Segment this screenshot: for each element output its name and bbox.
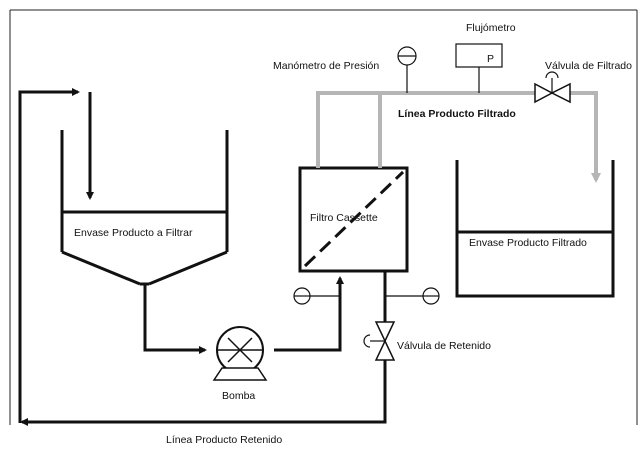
label-valvula-filtrado: Válvula de Filtrado (545, 60, 632, 72)
label-bomba: Bomba (222, 390, 255, 402)
label-linea-retenido: Línea Producto Retenido (166, 434, 282, 446)
label-linea-filtrado: Línea Producto Filtrado (398, 108, 516, 120)
flujometro-mark: P (487, 53, 494, 65)
feed-line-gauge (293, 287, 340, 305)
label-manometro: Manómetro de Presión (273, 60, 379, 72)
linea-producto-retenido-pipe (18, 88, 387, 426)
envase-producto-a-filtrar (60, 130, 229, 286)
envase-producto-filtrado (455, 160, 615, 298)
diagram-frame (9, 9, 638, 425)
flujometro: P (455, 43, 503, 93)
retenido-gauge (385, 287, 440, 305)
label-envase-filtrado: Envase Producto Filtrado (469, 237, 587, 249)
filtro-cassette (298, 166, 409, 273)
bomba-pump (212, 326, 268, 381)
label-valvula-retenido: Válvula de Retenido (397, 340, 491, 352)
label-flujometro: Flujómetro (466, 22, 516, 34)
manometro-de-presion (397, 46, 417, 93)
valvula-de-filtrado (534, 71, 571, 104)
label-filtro: Filtro Cassette (310, 212, 378, 224)
label-envase-filtrar: Envase Producto a Filtrar (74, 227, 193, 239)
valvula-de-retenido (363, 321, 396, 361)
feed-pipe (143, 276, 344, 354)
linea-producto-filtrado-pipe (316, 91, 601, 183)
